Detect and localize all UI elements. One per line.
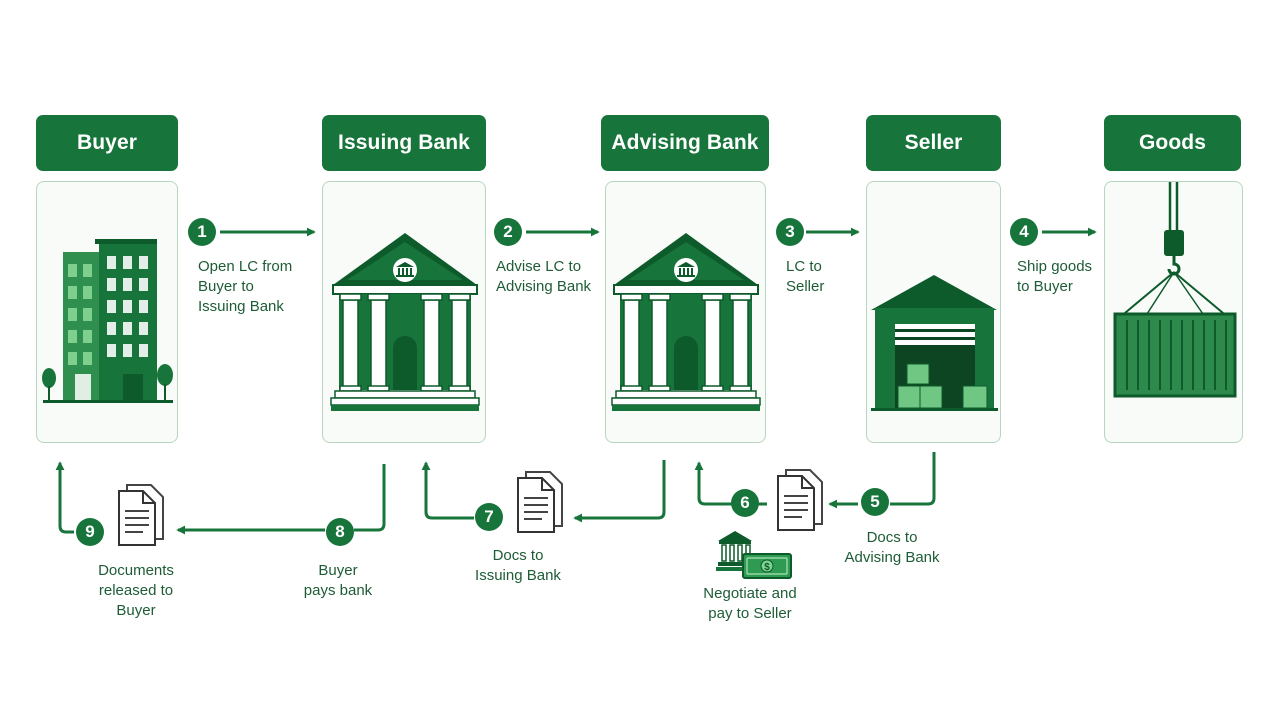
header-issuing-bank: Issuing Bank — [322, 115, 486, 171]
step-2-label: Advise LC to Advising Bank — [496, 258, 592, 295]
step-5-badge: 5 — [861, 488, 889, 516]
bank-building-icon — [611, 233, 761, 411]
header-seller: Seller — [866, 115, 1001, 171]
card-goods — [1104, 181, 1243, 443]
card-issuing-bank — [322, 181, 486, 443]
card-buyer — [36, 181, 178, 443]
step-8-label: Buyer pays bank — [303, 562, 373, 599]
card-seller — [866, 181, 1001, 443]
step-9-label: Documents released to Buyer — [98, 562, 174, 619]
connector-step-5 — [890, 452, 936, 506]
step-1-label: Open LC from Buyer to Issuing Bank — [198, 258, 293, 315]
step-1-badge: 1 — [188, 218, 216, 246]
document-icon — [118, 484, 164, 546]
arrow-step-7-docs — [573, 460, 666, 523]
step-6-label: Negotiate and pay to Seller — [703, 585, 797, 622]
step-4-label: Ship goods to Buyer — [1017, 258, 1093, 295]
warehouse-icon — [871, 275, 998, 411]
step-3-badge: 3 — [776, 218, 804, 246]
arrow-step-9 — [55, 461, 74, 534]
step-7-badge: 7 — [475, 503, 503, 531]
office-building-icon — [42, 239, 173, 403]
header-goods: Goods — [1104, 115, 1241, 171]
arrow-step-7 — [421, 461, 474, 520]
card-advising-bank — [605, 181, 766, 443]
svg-text:$: $ — [764, 562, 770, 573]
step-2-badge: 2 — [494, 218, 522, 246]
connector-step-8 — [354, 464, 386, 532]
money-bill-icon: $ — [742, 553, 792, 579]
header-buyer: Buyer — [36, 115, 178, 171]
step-3-label: LC to Seller — [786, 258, 825, 295]
step-8-badge: 8 — [326, 518, 354, 546]
document-icon — [777, 469, 823, 531]
step-9-badge: 9 — [76, 518, 104, 546]
step-5-label: Docs to Advising Bank — [844, 529, 940, 566]
header-advising-bank: Advising Bank — [601, 115, 769, 171]
step-7-label: Docs to Issuing Bank — [475, 547, 561, 584]
step-6-badge: 6 — [731, 489, 759, 517]
document-icon — [517, 471, 563, 533]
shipping-container-icon — [1113, 182, 1237, 398]
step-4-badge: 4 — [1010, 218, 1038, 246]
bank-building-icon — [330, 233, 480, 411]
